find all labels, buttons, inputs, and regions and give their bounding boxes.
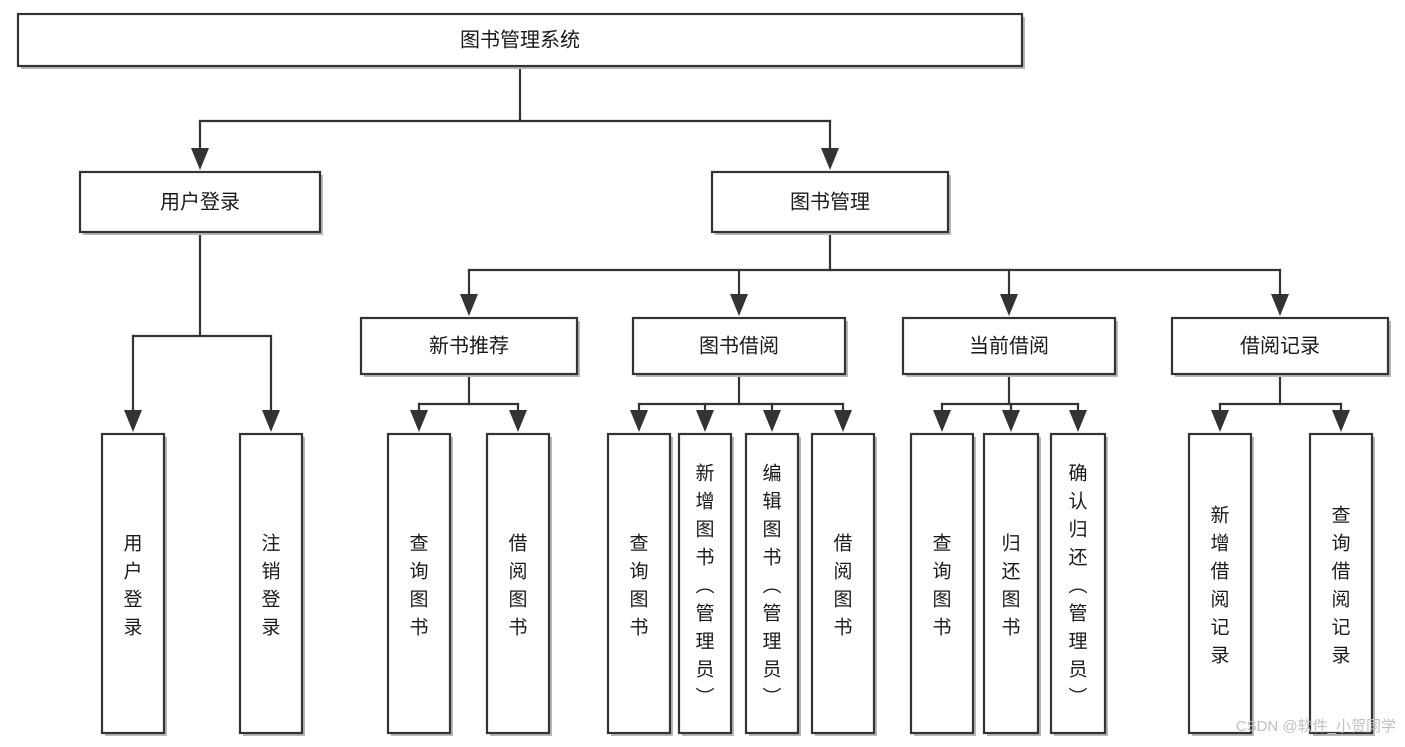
node-leaf-6[interactable]: 编辑图书︵管理员︶ — [744, 432, 801, 736]
node-leaf-5[interactable]: 新增图书︵管理员︶ — [677, 432, 734, 736]
arrow-head-icon — [821, 148, 839, 170]
node-root-0[interactable]: 图书管理系统 — [16, 12, 1025, 69]
node-rect-查询图书[interactable] — [606, 432, 672, 735]
node-rect-新增借阅记录[interactable] — [1187, 432, 1253, 735]
node-label: 图书管理 — [790, 190, 870, 213]
node-rect-图书管理[interactable] — [710, 170, 950, 234]
node-leaf-8[interactable]: 查询图书 — [909, 432, 976, 736]
node-label: 借阅图书 — [508, 532, 527, 638]
arrow-head-icon — [730, 294, 748, 316]
node-leaf-3[interactable]: 借阅图书 — [485, 432, 552, 736]
node-leaf-7[interactable]: 借阅图书 — [810, 432, 877, 736]
csdn-watermark: CSDN @软件_小贺同学 — [1236, 718, 1396, 735]
node-leaf-10[interactable]: 确认归还︵管理员︶ — [1049, 432, 1108, 736]
node-rect-注销登录[interactable] — [238, 432, 304, 735]
node-label: 借阅记录 — [1240, 334, 1320, 357]
node-label: 当前借阅 — [969, 334, 1049, 357]
arrow-head-icon — [410, 410, 428, 432]
node-label: 图书管理系统 — [460, 28, 580, 51]
node-label: 新增图书︵管理员︶ — [695, 462, 714, 708]
node-leaf-2[interactable]: 查询图书 — [386, 432, 453, 736]
arrow-head-icon — [1069, 410, 1087, 432]
node-rect-借阅记录[interactable] — [1170, 316, 1390, 376]
node-rect-查询借阅记录[interactable] — [1308, 432, 1374, 735]
node-label: 用户登录 — [160, 190, 240, 213]
node-leaf-4[interactable]: 查询图书 — [606, 432, 673, 736]
arrow-head-icon — [262, 410, 280, 432]
node-label: 借阅图书 — [833, 532, 852, 638]
node-layer: 图书管理系统用户登录图书管理新书推荐图书借阅当前借阅借阅记录用户登录注销登录查询… — [16, 12, 1391, 736]
node-rect-归还图书[interactable] — [982, 432, 1040, 735]
arrow-head-icon — [763, 410, 781, 432]
arrow-head-icon — [191, 148, 209, 170]
node-label: 查询图书 — [409, 532, 428, 638]
arrow-head-icon — [1000, 294, 1018, 316]
node-rect-确认归还管理员[interactable] — [1049, 432, 1107, 735]
arrow-head-icon — [509, 410, 527, 432]
node-label: 查询图书 — [932, 532, 951, 638]
node-label: 查询图书 — [629, 532, 648, 638]
arrow-head-icon — [834, 410, 852, 432]
node-level2-1[interactable]: 图书管理 — [710, 170, 951, 235]
node-label: 归还图书 — [1001, 532, 1020, 638]
node-rect-借阅图书[interactable] — [810, 432, 876, 735]
node-rect-图书借阅[interactable] — [631, 316, 847, 376]
node-label: 注销登录 — [261, 532, 280, 638]
node-rect-编辑图书管理员[interactable] — [744, 432, 800, 735]
node-level3-3[interactable]: 借阅记录 — [1170, 316, 1391, 377]
node-rect-用户登录[interactable] — [78, 170, 322, 234]
arrow-head-icon — [1271, 294, 1289, 316]
arrow-head-icon — [1002, 410, 1020, 432]
arrow-head-icon — [933, 410, 951, 432]
node-rect-查询图书[interactable] — [909, 432, 975, 735]
arrow-head-icon — [460, 294, 478, 316]
node-leaf-12[interactable]: 查询借阅记录 — [1308, 432, 1375, 736]
node-label: 新增借阅记录 — [1210, 504, 1229, 666]
connector-layer — [124, 64, 1350, 432]
node-leaf-9[interactable]: 归还图书 — [982, 432, 1041, 736]
node-level3-2[interactable]: 当前借阅 — [901, 316, 1118, 377]
node-level3-0[interactable]: 新书推荐 — [359, 316, 580, 377]
node-leaf-11[interactable]: 新增借阅记录 — [1187, 432, 1254, 736]
node-rect-新书推荐[interactable] — [359, 316, 579, 376]
node-rect-用户登录[interactable] — [100, 432, 166, 735]
node-leaf-0[interactable]: 用户登录 — [100, 432, 167, 736]
node-rect-借阅图书[interactable] — [485, 432, 551, 735]
arrow-head-icon — [124, 410, 142, 432]
node-label: 确认归还︵管理员︶ — [1068, 462, 1087, 708]
arrow-head-icon — [1332, 410, 1350, 432]
node-label: 图书借阅 — [699, 334, 779, 357]
arrow-head-icon — [696, 410, 714, 432]
node-rect-查询图书[interactable] — [386, 432, 452, 735]
node-level3-1[interactable]: 图书借阅 — [631, 316, 848, 377]
node-label: 编辑图书︵管理员︶ — [762, 462, 781, 708]
node-label: 新书推荐 — [429, 334, 509, 357]
arrow-head-icon — [630, 410, 648, 432]
node-label: 用户登录 — [123, 533, 142, 638]
node-label: 查询借阅记录 — [1331, 504, 1350, 666]
node-rect-新增图书管理员[interactable] — [677, 432, 733, 735]
arrow-head-icon — [1211, 410, 1229, 432]
node-rect-当前借阅[interactable] — [901, 316, 1117, 376]
node-level2-0[interactable]: 用户登录 — [78, 170, 323, 235]
node-leaf-1[interactable]: 注销登录 — [238, 432, 305, 736]
node-rect-图书管理系统[interactable] — [16, 12, 1024, 68]
